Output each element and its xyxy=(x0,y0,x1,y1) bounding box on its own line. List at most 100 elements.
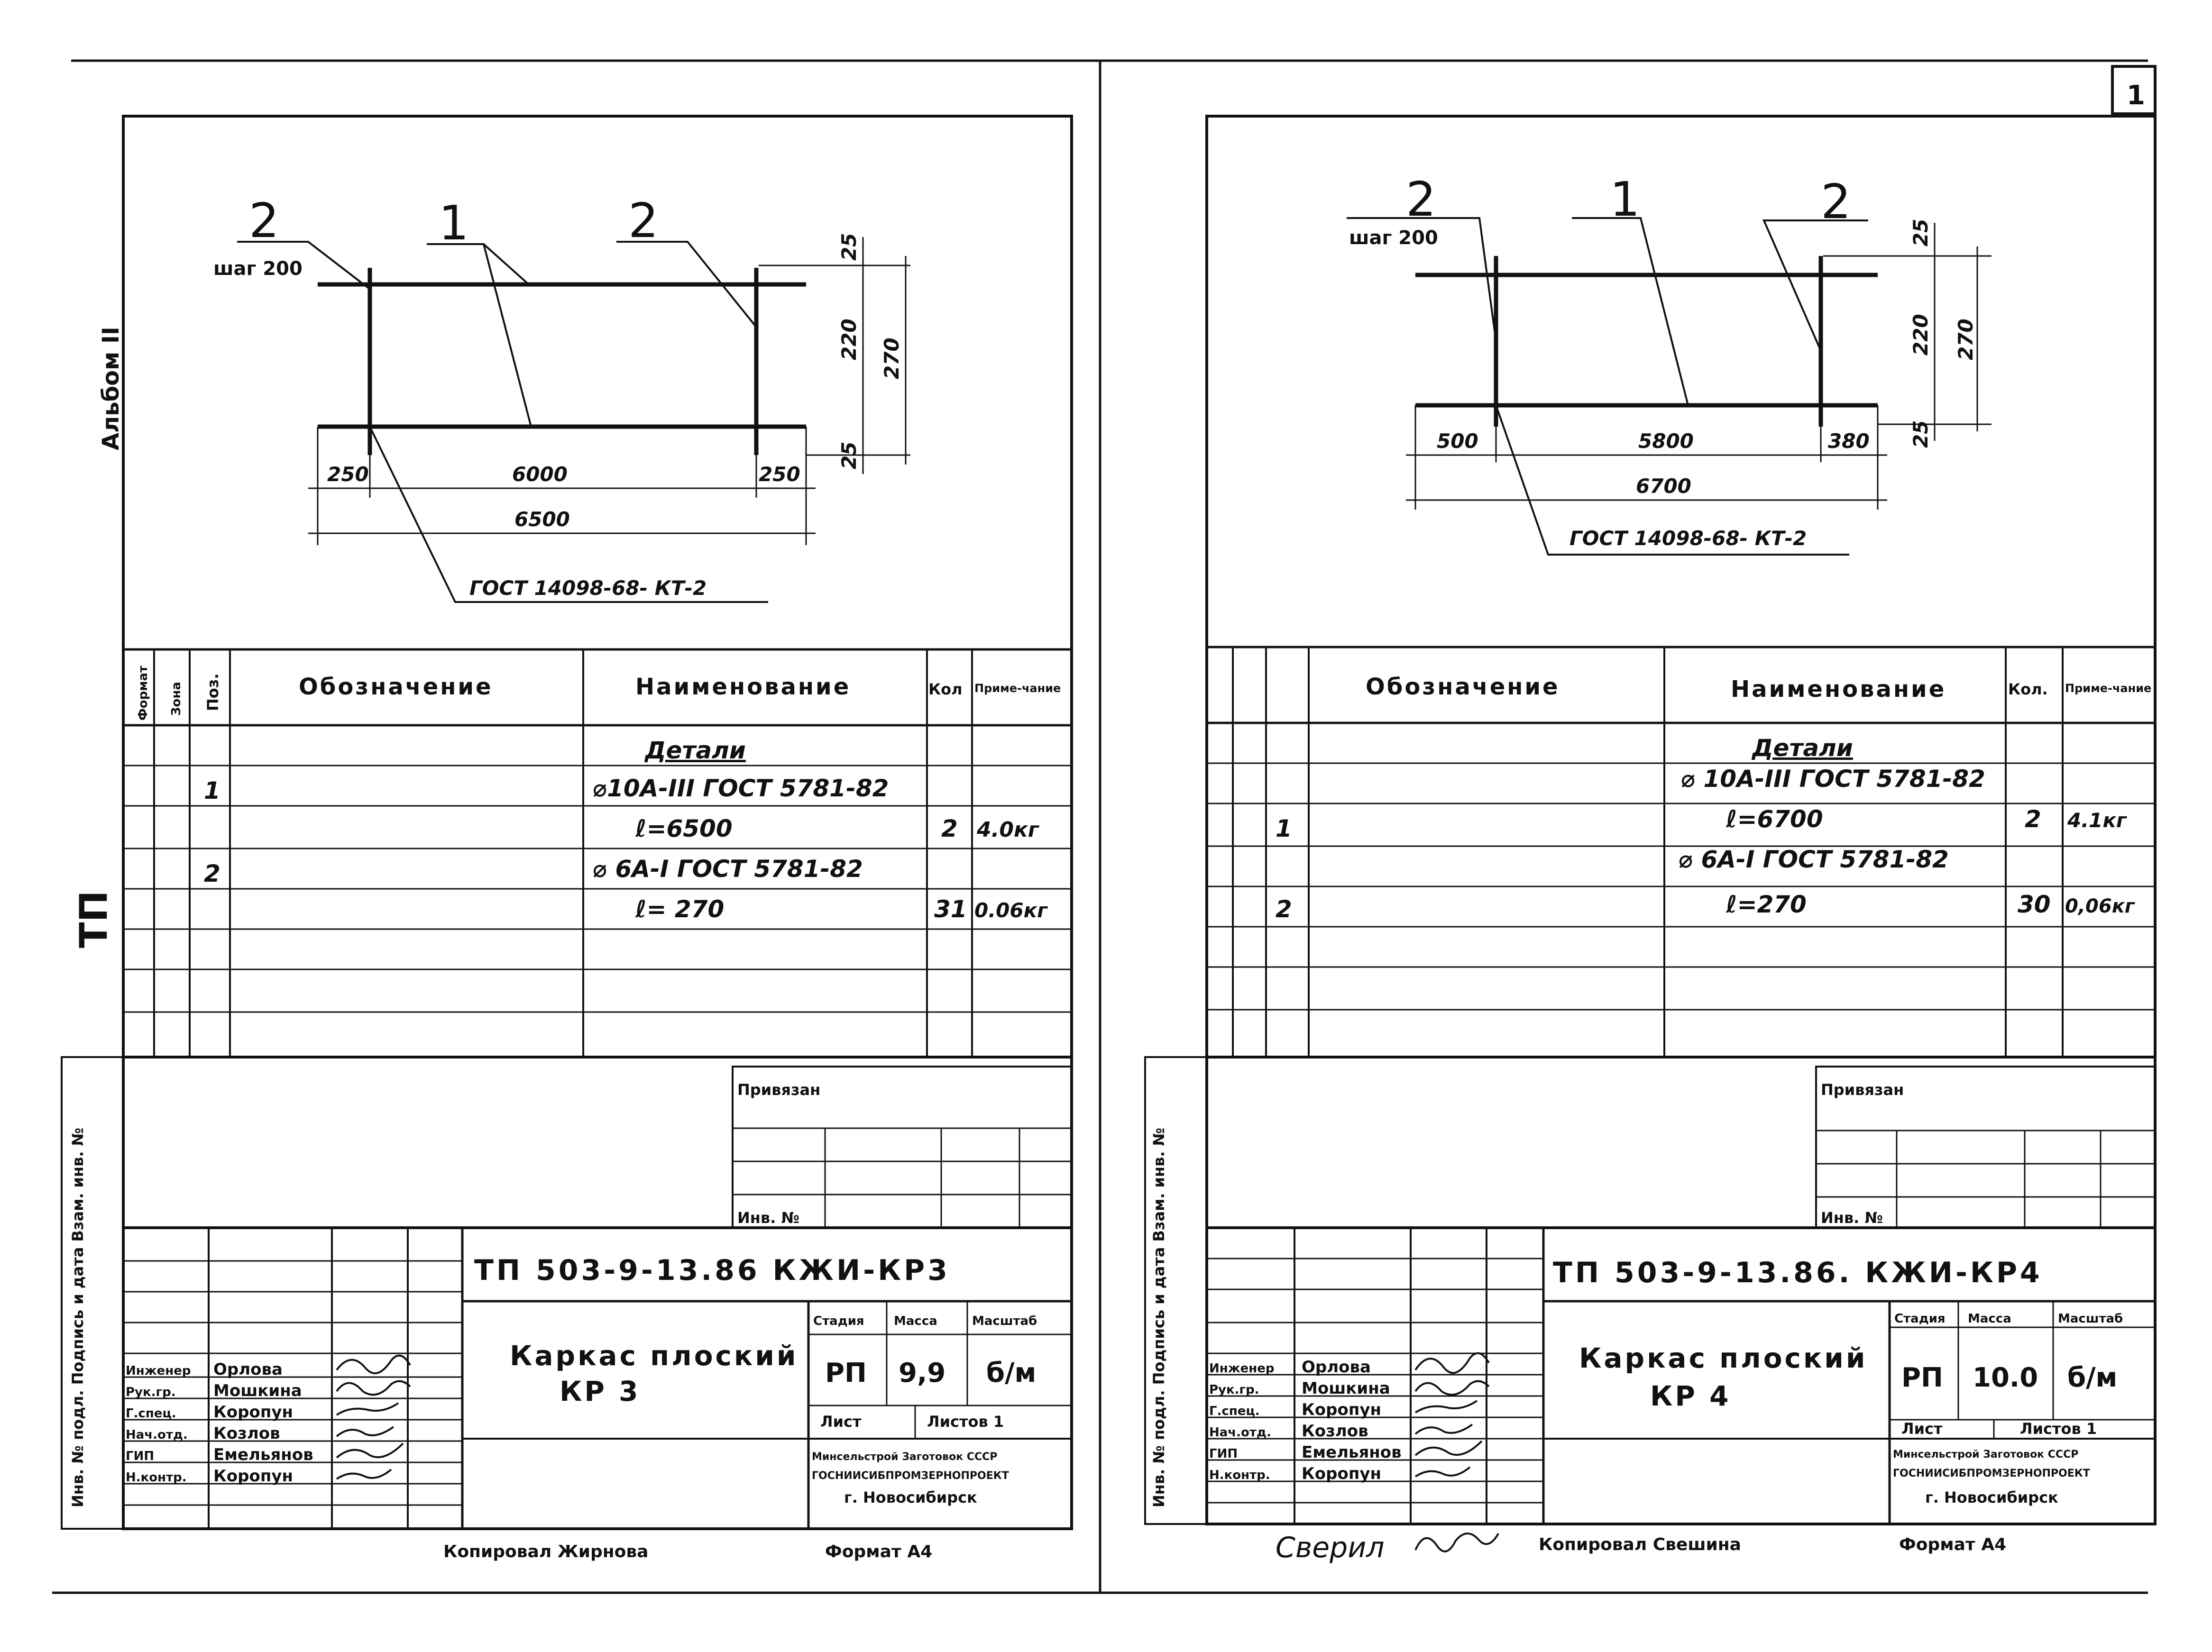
row-name: ℓ=270 xyxy=(1726,891,1807,918)
role: Г.спец. xyxy=(1209,1404,1260,1418)
col-designation: Обозначение xyxy=(1366,674,1560,700)
signature xyxy=(336,1426,395,1437)
col-zone: Зона xyxy=(169,682,184,716)
role: Инженер xyxy=(126,1364,191,1378)
tied-box: Привязан Инв. № xyxy=(1815,1066,2156,1229)
row-name: ⌀ 10А-III ГОСТ 5781-82 xyxy=(1681,765,1985,793)
stage-value: РП xyxy=(1901,1362,1943,1393)
role-name: Мошкина xyxy=(1302,1379,1390,1398)
col-note: Приме-чание xyxy=(974,682,1061,695)
role: ГИП xyxy=(126,1449,154,1463)
dim-overall: 270 xyxy=(880,338,903,379)
callout-2-right: 2 xyxy=(628,193,659,248)
row-pos: 1 xyxy=(1276,815,1292,842)
dim-left: 500 xyxy=(1437,429,1478,453)
stage-header: Стадия xyxy=(813,1314,864,1328)
org-line: г. Новосибирск xyxy=(844,1488,977,1506)
role: Рук.гр. xyxy=(1209,1383,1259,1397)
format-label: Формат А4 xyxy=(825,1542,932,1561)
col-designation: Обозначение xyxy=(299,674,493,700)
gost-leader xyxy=(1495,405,1849,556)
row-qty: 31 xyxy=(934,895,967,923)
stamp-column-box xyxy=(1144,1056,1208,1525)
spec-table: Обозначение Наименование Кол. Приме-чани… xyxy=(1207,646,2155,1059)
gost-note: ГОСТ 14098-68- КТ-2 xyxy=(469,576,707,600)
row-note: 4.1кг xyxy=(2067,809,2128,832)
dim-top: 25 xyxy=(1909,219,1932,246)
object-subtitle: КР 3 xyxy=(560,1375,640,1407)
row-note: 4.0кг xyxy=(976,818,1040,842)
spec-table: Формат Зона Поз. Обозначение Наименовани… xyxy=(123,648,1072,1059)
tied-inv: Инв. № xyxy=(1821,1209,1883,1227)
col-name: Наименование xyxy=(1731,676,1946,703)
tied-box: Привязан Инв. № xyxy=(732,1066,1073,1229)
dim-total: 6500 xyxy=(514,508,570,531)
document-code: ТП 503-9-13.86 КЖИ-КР3 xyxy=(474,1254,950,1287)
stamp-column-box xyxy=(61,1056,124,1530)
scale-value: б/м xyxy=(2067,1362,2117,1393)
role: Нач.отд. xyxy=(126,1428,188,1442)
row-name: ⌀10А-III ГОСТ 5781-82 xyxy=(593,775,889,802)
role-name: Орлова xyxy=(1302,1358,1371,1377)
object-title: Каркас плоский xyxy=(1579,1342,1868,1374)
role-name: Коропун xyxy=(213,1467,293,1486)
role: ГИП xyxy=(1209,1447,1238,1461)
signature xyxy=(336,1380,411,1396)
gost-leader xyxy=(369,426,768,603)
row-name: ℓ=6700 xyxy=(1726,805,1823,833)
dim-total: 6700 xyxy=(1636,475,1691,498)
role-name: Козлов xyxy=(213,1424,280,1443)
callout-1: 1 xyxy=(439,195,469,251)
row-note: 0,06кг xyxy=(2065,895,2135,917)
mass-value: 10.0 xyxy=(1973,1362,2038,1393)
signature xyxy=(336,1354,411,1374)
role-name: Козлов xyxy=(1302,1422,1368,1441)
role-name: Коропун xyxy=(213,1403,293,1422)
document-code: ТП 503-9-13.86. КЖИ-КР4 xyxy=(1553,1256,2043,1289)
signature xyxy=(1414,1466,1471,1478)
role: Нач.отд. xyxy=(1209,1425,1271,1440)
section-title: Детали xyxy=(644,737,746,764)
row-note: 0.06кг xyxy=(974,899,1048,922)
org-line: Минсельстрой Заготовок СССР xyxy=(812,1451,997,1463)
role: Рук.гр. xyxy=(126,1385,176,1399)
signature xyxy=(336,1442,404,1459)
format-label: Формат А4 xyxy=(1899,1535,2006,1554)
dim-height: 220 xyxy=(837,319,861,360)
role: Г.спец. xyxy=(126,1406,176,1421)
title-block: ТП 503-9-13.86. КЖИ-КР4 Каркас плоский К… xyxy=(1207,1226,2155,1524)
scale-header: Масштаб xyxy=(972,1314,1037,1328)
signature xyxy=(1414,1400,1478,1414)
tied-inv: Инв. № xyxy=(737,1209,799,1227)
object-subtitle: КР 4 xyxy=(1650,1380,1731,1412)
role-name: Коропун xyxy=(1302,1400,1381,1419)
org-line: ГОСНИИСИБПРОМЗЕРНОПРОЕКТ xyxy=(812,1470,1009,1482)
row-qty: 30 xyxy=(2018,891,2051,918)
role: Н.контр. xyxy=(126,1470,187,1485)
signature xyxy=(336,1469,392,1480)
callout-leader xyxy=(237,241,371,290)
callout-leader xyxy=(1347,217,1497,342)
tied-title: Привязан xyxy=(1821,1081,1904,1099)
org-line: Минсельстрой Заготовок СССР xyxy=(1893,1449,2078,1460)
frame-drawing: 2 1 2 шаг 200 250 6000 250 6500 25 220 2… xyxy=(213,193,910,603)
row-qty: 2 xyxy=(2025,805,2041,833)
sheet-header: Лист xyxy=(1901,1420,1943,1438)
role-name: Емельянов xyxy=(1302,1443,1402,1462)
callout-leader xyxy=(1572,217,1689,406)
col-qty: Кол xyxy=(928,680,963,698)
stamp-label-left: Инв. № подл. Подпись и дата Взам. инв. № xyxy=(69,1128,87,1507)
row-name: ⌀ 6А-I ГОСТ 5781-82 xyxy=(1679,846,1949,873)
dim-bottom: 25 xyxy=(837,442,861,469)
callout-2-left: 2 xyxy=(249,193,279,248)
mass-header: Масса xyxy=(1968,1312,2011,1326)
verified-by: Сверил xyxy=(1276,1531,1385,1564)
col-format: Формат xyxy=(136,666,150,721)
col-pos: Поз. xyxy=(204,673,222,711)
sheet-number: 1 xyxy=(2127,80,2145,111)
role-name: Мошкина xyxy=(213,1381,302,1400)
verified-signature xyxy=(1414,1533,1499,1552)
mass-value: 9,9 xyxy=(899,1358,945,1388)
stamp-label-right: Инв. № подл. Подпись и дата Взам. инв. № xyxy=(1150,1128,1168,1507)
dim-height: 220 xyxy=(1909,314,1932,356)
